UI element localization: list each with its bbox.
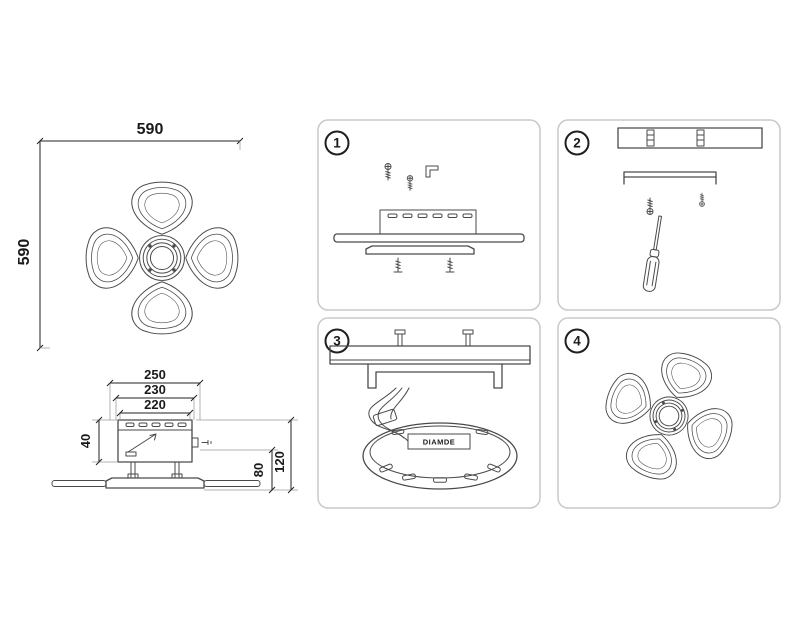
side-connector xyxy=(191,437,199,448)
lamp-base: DIAMDE xyxy=(362,422,518,490)
step-2-badge xyxy=(564,130,590,156)
wire-connector xyxy=(372,408,398,427)
step-panel-2: 2 xyxy=(557,119,781,311)
side-view-width-dimensions: 250 230 220 xyxy=(106,367,204,420)
driver-box xyxy=(117,419,212,463)
mounting-plate xyxy=(365,245,475,255)
wall-plug-icons xyxy=(646,129,705,147)
canopy-plate xyxy=(105,477,205,489)
dim-220-label: 220 xyxy=(144,397,166,412)
hardware-kit xyxy=(384,163,439,191)
vent-slots xyxy=(387,213,473,218)
dim-230-label: 230 xyxy=(144,382,166,397)
side-view-height-dimensions-right: 80 120 xyxy=(196,416,298,494)
base-vent-slots xyxy=(379,428,501,483)
step-4-badge xyxy=(564,328,590,354)
ceiling-bar xyxy=(329,345,531,365)
step-panel-3: 3 xyxy=(317,317,541,509)
ceiling-plate xyxy=(617,127,763,149)
arm-right xyxy=(203,480,261,487)
step-2-number: 2 xyxy=(573,136,581,151)
arm-bar xyxy=(333,233,525,243)
base-label-plate xyxy=(407,433,471,450)
dim-40-label: 40 xyxy=(78,434,93,448)
step-4-number: 4 xyxy=(573,334,581,349)
label-arrow xyxy=(127,433,157,453)
vent-slots xyxy=(125,422,187,427)
dim-120-label: 120 xyxy=(272,451,287,473)
dim-80-label: 80 xyxy=(251,463,266,477)
exploded-assembly xyxy=(333,209,525,273)
dim-250-label: 250 xyxy=(144,367,166,382)
screwdriver-icon xyxy=(642,215,663,292)
step-3-number: 3 xyxy=(333,334,341,349)
mounting-bracket xyxy=(623,171,717,185)
mounting-bolts xyxy=(127,461,183,479)
step-panel-4: 4 xyxy=(557,317,781,509)
side-screw-icon xyxy=(201,440,212,445)
side-view: 250 230 220 40 80 120 xyxy=(51,367,298,494)
base-brand-label: DIAMDE xyxy=(423,438,456,447)
top-view-dimension-lines: 590 590 xyxy=(16,121,244,352)
mounting-bracket xyxy=(367,363,503,389)
step-panel-1: 1 xyxy=(317,119,541,311)
mounting-screws xyxy=(393,257,455,273)
step-1-number: 1 xyxy=(333,136,341,151)
dim-top-width-label: 590 xyxy=(137,121,164,138)
step-3-badge xyxy=(324,328,350,354)
bracket-icon xyxy=(425,165,439,178)
ceiling-assembly xyxy=(329,329,531,389)
top-view-clover-drawing xyxy=(86,182,238,334)
arm-left xyxy=(51,480,107,487)
top-view: 590 590 xyxy=(16,121,244,352)
step-1-badge xyxy=(324,130,350,156)
dim-top-height-label: 590 xyxy=(16,239,33,266)
side-view-height-dimension-40: 40 xyxy=(78,416,118,466)
